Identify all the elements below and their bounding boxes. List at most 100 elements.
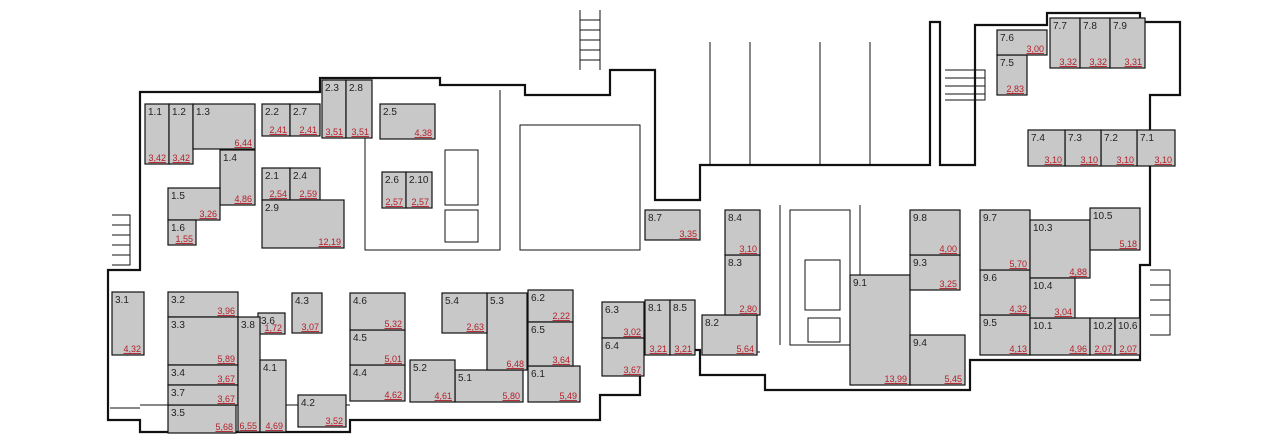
room-5-3: 5.36,48 (486, 292, 528, 371)
room-10-1: 10.14,96 (1029, 317, 1091, 356)
room-area-shape (1027, 129, 1066, 167)
room-area-shape (168, 103, 194, 165)
room-area-shape (192, 103, 256, 150)
room-area-shape (237, 316, 261, 433)
room-9-4: 9.45,45 (909, 334, 966, 386)
room-area-value: 5,68 (215, 422, 233, 432)
room-area-value: 3,10 (1044, 155, 1062, 165)
room-area-shape (527, 321, 574, 367)
room-number: 9.3 (913, 258, 927, 269)
room-area-value: 5,70 (1009, 259, 1027, 269)
room-1-6: 1.61,55 (167, 219, 197, 246)
room-6-3: 6.33,02 (601, 301, 645, 339)
room-area-value: 3,31 (1124, 57, 1142, 67)
room-area-value: 3,32 (1059, 57, 1077, 67)
room-area-value: 1,72 (264, 323, 282, 333)
room-area-value: 4,96 (1069, 344, 1087, 354)
room-area-shape (1100, 129, 1138, 167)
room-area-value: 4,86 (234, 194, 252, 204)
room-area-shape (409, 359, 456, 403)
room-area-value: 2,54 (269, 189, 287, 199)
room-6-2: 6.22,22 (527, 289, 574, 323)
room-3-1: 3.14,32 (111, 291, 145, 356)
room-area-value: 3,00 (1026, 44, 1044, 54)
room-area-shape (111, 291, 145, 356)
room-number: 3.1 (115, 295, 129, 306)
columns (364, 42, 871, 251)
room-area-value: 3,32 (1089, 57, 1107, 67)
room-area-shape (1089, 207, 1141, 251)
outer-wall-west-wing (106, 11, 1182, 434)
room-10-2: 10.22,07 (1089, 317, 1116, 356)
room-number: 3.2 (171, 295, 185, 306)
room-number: 1.6 (171, 223, 185, 234)
room-number: 3.6 (261, 316, 275, 327)
room-area-shape (379, 103, 436, 140)
room-number: 7.7 (1053, 21, 1067, 32)
room-area-shape (405, 171, 433, 209)
room-area-value: 3,26 (199, 209, 217, 219)
room-area-shape (724, 209, 761, 256)
room-7-1: 7.13,10 (1136, 129, 1176, 167)
room-6-1: 6.15,49 (527, 365, 581, 403)
room-number: 10.3 (1033, 223, 1053, 234)
room-number: 8.1 (648, 303, 662, 314)
room-number: 8.3 (728, 258, 742, 269)
room-7-5: 7.52,83 (996, 54, 1028, 96)
room-number: 9.5 (983, 318, 997, 329)
room-8-3: 8.3 2,80 (724, 254, 761, 316)
room-number: 7.4 (1031, 133, 1045, 144)
room-area-value: 4,32 (1009, 304, 1027, 314)
room-4-4: 4.4 4,62 (349, 364, 406, 402)
room-area-value: 5,01 (384, 354, 402, 364)
room-area-value: 3,67 (217, 374, 235, 384)
room-8-5: 8.53,21 (669, 299, 696, 356)
room-area-shape (167, 316, 239, 366)
room-number: 2.4 (293, 171, 307, 182)
room-number: 10.6 (1118, 321, 1138, 332)
room-area-shape (601, 337, 645, 377)
room-9-8: 9.84,00 (909, 209, 961, 256)
room-area-value: 3,10 (1116, 155, 1134, 165)
room-area-value: 6,44 (234, 138, 252, 148)
room-number: 7.3 (1068, 133, 1082, 144)
room-8-4: 8.43,10 (724, 209, 761, 256)
room-area-value: 2,80 (739, 304, 757, 314)
room-number: 8.5 (673, 303, 687, 314)
room-area-shape (349, 329, 406, 366)
room-1-3: 1.3 6,44 (192, 103, 256, 150)
room-area-value: 4,62 (384, 390, 402, 400)
room-area-value: 12,19 (318, 237, 341, 247)
room-area-value: 2,63 (466, 322, 484, 332)
room-number: 8.2 (705, 318, 719, 329)
room-area-shape (297, 394, 347, 428)
room-7-9: 7.93,31 (1109, 17, 1146, 69)
room-area-shape (849, 274, 911, 386)
room-area-value: 6,48 (506, 359, 524, 369)
room-9-7: 9.75,70 (979, 209, 1031, 271)
room-area-value: 3,42 (172, 153, 190, 163)
room-number: 4.4 (353, 368, 367, 379)
room-area-value: 3,10 (739, 244, 757, 254)
room-area-value: 3,21 (649, 344, 667, 354)
room-5-1: 5.15,80 (454, 369, 524, 403)
room-number: 1.4 (223, 153, 237, 164)
room-area-shape (259, 359, 287, 433)
room-number: 5.2 (413, 363, 427, 374)
room-area-value: 2,83 (1006, 84, 1024, 94)
room-5-2: 5.24,61 (409, 359, 456, 403)
room-number: 1.3 (196, 107, 210, 118)
room-2-5: 2.54,38 (379, 103, 436, 140)
room-number: 5.4 (445, 296, 459, 307)
stair-east (1150, 269, 1171, 336)
room-area-value: 3,07 (301, 322, 319, 332)
room-area-value: 3,04 (1054, 307, 1072, 317)
stair-northeast (945, 69, 986, 101)
room-area-shape (289, 103, 321, 137)
room-number: 3.3 (171, 320, 185, 331)
room-2-2: 2.22,41 (261, 103, 291, 137)
room-area-value: 2,07 (1119, 344, 1137, 354)
room-number: 1.2 (172, 107, 186, 118)
rooms-layer: 1.13,421.23,421.36,441.44,861.53,261.61,… (111, 17, 1176, 434)
